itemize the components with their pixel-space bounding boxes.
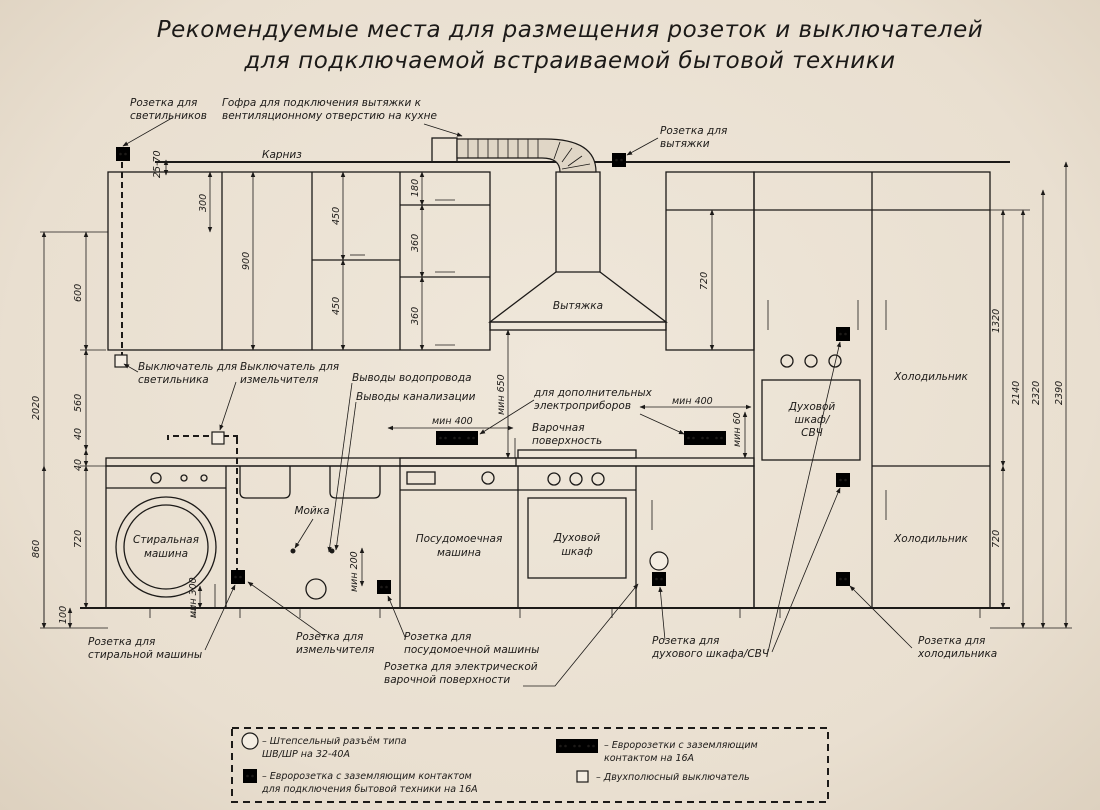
- dim-720-upper: 720: [699, 272, 710, 290]
- socket-dishwasher-2: посудомоечной машины: [404, 644, 539, 656]
- socket-lights-1: Розетка для: [130, 97, 197, 109]
- socket-hob-1: Розетка для электрической: [384, 661, 538, 673]
- switch-grinder-1: Выключатель для: [240, 361, 339, 373]
- socket-dishwasher-1: Розетка для: [404, 631, 471, 643]
- dim-25-70: 25-70: [152, 150, 163, 178]
- dim-600: 600: [73, 284, 84, 302]
- switch-icon: [576, 770, 589, 783]
- cornice-label: Карниз: [262, 149, 302, 161]
- dishwasher: Посудомоечная машина: [400, 471, 518, 559]
- legend-plug-2: ШВ/ШР на 32-40А: [262, 749, 350, 760]
- dim-860: 860: [31, 540, 42, 558]
- legend-triple-1: – Евророзетки с заземляющим: [604, 740, 758, 751]
- oven-label-1: Духовой: [553, 532, 601, 544]
- dishwasher-label-1: Посудомоечная: [416, 533, 503, 545]
- socket-hood-1: Розетка для: [660, 125, 727, 137]
- countertop: [80, 457, 1010, 618]
- dim-40-a: 40: [73, 428, 84, 440]
- socket-lights-2: светильников: [130, 110, 207, 122]
- plug-icon: [241, 732, 259, 750]
- dim-min200: мин 200: [349, 551, 360, 592]
- oven-mw-label-2: шкаф/: [795, 414, 831, 426]
- dishwasher-label-2: машина: [437, 547, 481, 559]
- fridge-top-label: Холодильник: [893, 371, 968, 383]
- dimension-lines: [40, 159, 1072, 629]
- dim-450-top: 450: [331, 207, 342, 225]
- dim-450-bottom: 450: [331, 297, 342, 315]
- socket-washer-1: Розетка для: [88, 636, 155, 648]
- socket-hood-2: вытяжки: [660, 138, 710, 150]
- corrugation-1: Гофра для подключения вытяжки к: [222, 97, 422, 109]
- title-line-2: для подключаемой встраиваемой бытовой те…: [243, 48, 895, 74]
- oven-base: Духовой шкаф Варочная поверхность: [517, 422, 653, 579]
- fridge-bottom-label: Холодильник: [893, 533, 968, 545]
- dim-100: 100: [58, 606, 69, 624]
- extra-appliances-2: электроприборов: [534, 400, 631, 412]
- switch-grinder-2: измельчителя: [240, 374, 318, 386]
- callouts: Розетка для светильников Гофра для подкл…: [88, 97, 997, 686]
- dim-720-fridge: 720: [991, 530, 1002, 548]
- sockets: [114, 147, 850, 594]
- dim-180: 180: [410, 179, 421, 197]
- oven-microwave: Духовой шкаф/ СВЧ Холодильник Холодильни…: [761, 354, 969, 545]
- socket-washer-2: стиральной машины: [88, 649, 202, 661]
- dim-min400-left: мин 400: [432, 416, 473, 427]
- legend: – Штепсельный разъём типа ШВ/ШР на 32-40…: [231, 727, 829, 803]
- legend-plug-1: – Штепсельный разъём типа: [262, 736, 407, 747]
- washing-machine: Стиральная машина: [106, 472, 226, 598]
- dim-720-base: 720: [73, 530, 84, 548]
- oven-label-2: шкаф: [561, 546, 592, 558]
- sink-label: Мойка: [294, 505, 329, 517]
- dim-1320: 1320: [991, 309, 1002, 333]
- legend-switch: – Двухполюсный выключатель: [596, 772, 750, 783]
- dim-360-bottom: 360: [410, 307, 421, 325]
- oven-mw-label-3: СВЧ: [801, 427, 823, 439]
- dim-360-top: 360: [410, 234, 421, 252]
- legend-euro-1: – Евророзетка с заземляющим контактом: [262, 771, 472, 782]
- dim-40-b: 40: [73, 459, 84, 471]
- corrugated-duct: [431, 137, 597, 173]
- switch-lights-1: Выключатель для: [138, 361, 237, 373]
- hob-label-1: Варочная: [532, 422, 585, 434]
- corrugation-2: вентиляционному отверстию на кухне: [222, 110, 437, 122]
- dim-560: 560: [73, 394, 84, 412]
- washer-label-2: машина: [144, 548, 188, 560]
- dim-min300: мин 300: [188, 577, 199, 618]
- legend-euro-2: для подключения бытовой техники на 16А: [261, 784, 478, 795]
- washer-label-1: Стиральная: [133, 534, 199, 546]
- dimension-text: 25-70 300 900 450 450 180 360 360 720 ми…: [31, 150, 1065, 624]
- hood: Вытяжка: [488, 171, 668, 331]
- triple-socket-icon: [556, 739, 598, 753]
- socket-grinder-1: Розетка для: [296, 631, 363, 643]
- socket-oven-1: Розетка для: [652, 635, 719, 647]
- socket-fridge-2: холодильника: [917, 648, 997, 660]
- socket-grinder-2: измельчителя: [296, 644, 374, 656]
- extra-appliances-1: для дополнительных: [533, 387, 653, 399]
- switch-lights-2: светильника: [138, 374, 209, 386]
- euro-socket-icon: [243, 769, 257, 783]
- oven-mw-label-1: Духовой: [788, 401, 836, 413]
- socket-fridge-1: Розетка для: [918, 635, 985, 647]
- dim-2020: 2020: [31, 396, 42, 420]
- socket-oven-2: духового шкафа/СВЧ: [651, 648, 769, 660]
- dim-min60: мин 60: [732, 412, 743, 447]
- legend-triple-2: контактом на 16А: [604, 753, 694, 764]
- hob-label-2: поверхность: [532, 435, 602, 447]
- wiring: [121, 162, 238, 575]
- dim-min650: мин 650: [496, 374, 507, 415]
- dim-2390: 2390: [1054, 381, 1065, 405]
- dim-2140: 2140: [1011, 381, 1022, 405]
- water-outlets: Выводы водопровода: [352, 372, 472, 384]
- dim-min400-right: мин 400: [672, 396, 713, 407]
- dim-300: 300: [198, 194, 209, 212]
- title-line-1: Рекомендуемые места для размещения розет…: [157, 17, 983, 43]
- sink: Мойка: [239, 466, 381, 600]
- dim-900: 900: [241, 252, 252, 270]
- dim-2320: 2320: [1031, 381, 1042, 405]
- hood-label: Вытяжка: [553, 300, 603, 312]
- socket-hob-2: варочной поверхности: [384, 674, 510, 686]
- sewer-outlets: Выводы канализации: [356, 391, 476, 403]
